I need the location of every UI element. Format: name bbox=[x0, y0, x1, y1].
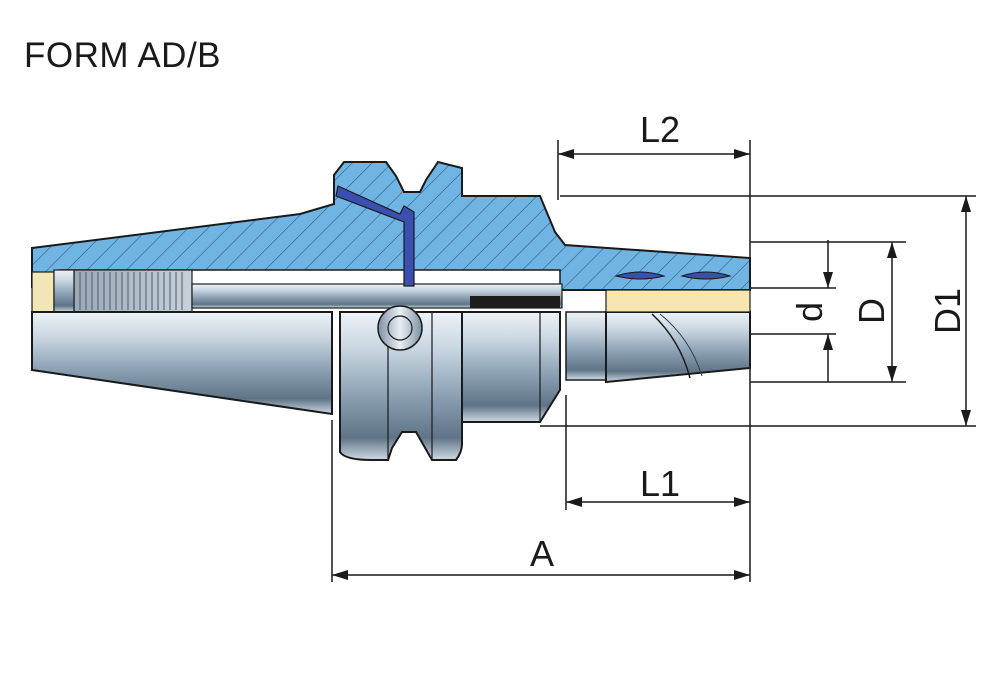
nose-collar bbox=[565, 311, 607, 381]
taper-shank bbox=[31, 311, 333, 416]
drive-key bbox=[377, 305, 423, 351]
black-insert bbox=[470, 296, 560, 308]
label-A: A bbox=[530, 533, 554, 574]
spiral-groove bbox=[651, 313, 691, 379]
label-D1: D1 bbox=[927, 288, 968, 334]
label-D: D bbox=[851, 298, 892, 324]
label-L2: L2 bbox=[640, 109, 680, 150]
label-d: d bbox=[789, 302, 830, 322]
drawing-title: FORM AD/B bbox=[24, 36, 222, 75]
label-L1: L1 bbox=[640, 463, 680, 504]
left-end-ring bbox=[31, 271, 55, 313]
arrowheads bbox=[332, 149, 971, 580]
dimension-lines bbox=[331, 140, 976, 582]
bore-highlight bbox=[605, 289, 751, 313]
slot-1 bbox=[614, 271, 666, 280]
coolant-tube bbox=[335, 185, 415, 287]
left-collar bbox=[53, 269, 75, 313]
slot-2 bbox=[680, 271, 732, 280]
body-cylinder bbox=[461, 311, 561, 423]
